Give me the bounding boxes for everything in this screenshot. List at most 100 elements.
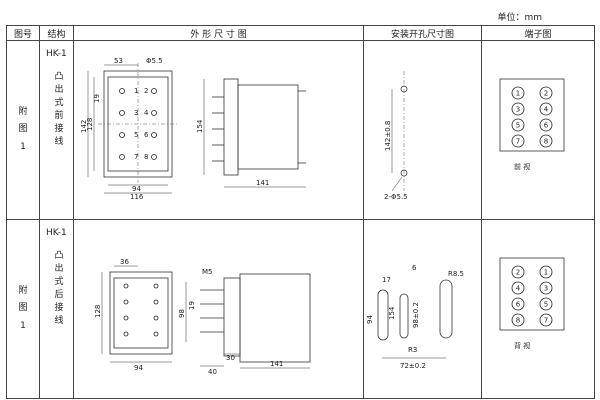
fig-no-cell: 附 图 1 xyxy=(6,219,40,399)
dim-phi55: Φ5.5 xyxy=(146,57,163,65)
header-terminal: 端子图 xyxy=(481,25,595,41)
mounting-drawing-rear: 17 6 R8.5 154 94 98±0.2 R3 72±0.2 xyxy=(366,264,464,370)
dim-116: 116 xyxy=(130,193,144,201)
slot-left xyxy=(377,289,389,341)
model-code: HK-1 xyxy=(46,49,67,59)
front-term-2: 2 xyxy=(144,87,148,95)
view-label-front: 前 视 xyxy=(514,162,530,171)
unit-label: 单位：mm xyxy=(497,13,542,23)
slot-right xyxy=(439,279,453,339)
structure-cell: HK-1 凸 出 式 后 接 线 xyxy=(39,219,74,399)
dim-94h: 94 xyxy=(366,315,374,324)
terminal-grid: 1 2 3 4 5 6 7 8 xyxy=(511,86,553,148)
structure-type: 凸 出 式 后 接 线 xyxy=(54,251,64,326)
dim-6: 6 xyxy=(412,264,417,272)
outline-drawing-cell: 1 2 3 4 5 6 7 8 53 Φ5.5 142 128 19 xyxy=(73,40,364,220)
rear-side-body xyxy=(239,273,311,363)
terminal-num: 5 xyxy=(516,122,520,130)
dim-154: 154 xyxy=(196,119,204,133)
terminal-num: 1 xyxy=(544,269,548,277)
terminal-frame xyxy=(499,257,565,331)
terminal-frame xyxy=(499,78,565,152)
header-row: 图号 结构 外 形 尺 寸 图 安装开孔尺寸图 端子图 xyxy=(6,25,595,41)
dim-141: 141 xyxy=(270,360,283,368)
rear-body-outline xyxy=(109,271,173,355)
terminal-diagram-rear: 2 1 4 3 6 5 8 7 背 视 xyxy=(499,257,565,350)
mounting-drawing-cell: 142±0.8 2-Φ5.5 xyxy=(363,40,482,220)
front-term-7: 7 xyxy=(134,153,138,161)
terminal-num: 2 xyxy=(516,269,520,277)
mount-hole-top xyxy=(400,85,408,93)
outline-drawing-cell: 36 128 94 M5 98 19 40 30 xyxy=(73,219,364,399)
table-row: 附 图 1 HK-1 凸 出 式 前 接 线 1 2 xyxy=(6,40,595,220)
terminal-num: 2 xyxy=(544,90,548,98)
table-row: 附 图 1 HK-1 凸 出 式 后 接 线 36 128 xyxy=(6,219,595,399)
structure-type: 凸 出 式 前 接 线 xyxy=(54,72,64,147)
dim-40: 40 xyxy=(208,368,217,376)
dim-72: 72±0.2 xyxy=(400,362,426,370)
header-mounting: 安装开孔尺寸图 xyxy=(363,25,482,41)
terminal-drawing-cell: 1 2 3 4 5 6 7 8 前 视 xyxy=(481,40,595,220)
mounting-drawing-cell: 17 6 R8.5 154 94 98±0.2 R3 72±0.2 xyxy=(363,219,482,399)
rear-terminals xyxy=(123,283,159,337)
dim-128: 128 xyxy=(94,305,102,318)
fig-no: 附 图 1 xyxy=(18,286,28,331)
terminal-num: 3 xyxy=(544,285,548,293)
model-code: HK-1 xyxy=(46,228,67,238)
front-term-6: 6 xyxy=(144,131,149,139)
mount-hole-bottom xyxy=(400,169,408,177)
dim-154: 154 xyxy=(388,306,396,320)
front-terminals: 1 2 3 4 5 6 7 8 xyxy=(119,87,157,161)
side-flange xyxy=(223,78,239,176)
terminal-num: 3 xyxy=(516,106,520,114)
side-terminal-pins xyxy=(212,96,224,162)
terminal-num: 7 xyxy=(516,138,520,146)
structure-cell: HK-1 凸 出 式 前 接 线 xyxy=(39,40,74,220)
dim-r85: R8.5 xyxy=(448,270,464,278)
fig-no-cell: 附 图 1 xyxy=(6,40,40,220)
terminal-drawing-cell: 2 1 4 3 6 5 8 7 背 视 xyxy=(481,219,595,399)
outline-drawing-front: 1 2 3 4 5 6 7 8 53 Φ5.5 142 128 19 xyxy=(80,57,306,201)
terminal-num: 6 xyxy=(516,301,521,309)
header-outline: 外 形 尺 寸 图 xyxy=(73,25,364,41)
dim-141: 141 xyxy=(256,179,269,187)
dim-19: 19 xyxy=(188,301,196,310)
terminal-num: 7 xyxy=(544,317,548,325)
rear-face-inner xyxy=(113,277,169,349)
dim-98h: 98±0.2 xyxy=(412,302,420,328)
dim-98: 98 xyxy=(178,309,186,318)
mounting-drawing-front: 142±0.8 2-Φ5.5 xyxy=(384,71,408,201)
terminal-num: 5 xyxy=(544,301,548,309)
terminal-num: 4 xyxy=(516,285,521,293)
rear-side-pins xyxy=(200,289,224,333)
terminal-num: 1 xyxy=(516,90,520,98)
front-term-4: 4 xyxy=(144,109,149,117)
terminal-num: 8 xyxy=(544,138,548,146)
view-label-rear: 背 视 xyxy=(514,341,530,350)
terminal-num: 4 xyxy=(544,106,549,114)
spec-table: 图号 结构 外 形 尺 寸 图 安装开孔尺寸图 端子图 附 图 1 HK-1 凸… xyxy=(6,25,595,399)
front-term-1: 1 xyxy=(134,87,138,95)
slot-mid xyxy=(399,293,409,339)
dim-2phi55: 2-Φ5.5 xyxy=(384,193,408,201)
dim-19: 19 xyxy=(93,94,101,103)
rear-side-flange xyxy=(223,277,241,357)
fig-no: 附 图 1 xyxy=(18,107,28,152)
side-body xyxy=(237,84,299,170)
front-term-8: 8 xyxy=(144,153,148,161)
terminal-num: 8 xyxy=(516,317,520,325)
terminal-grid: 2 1 4 3 6 5 8 7 xyxy=(511,265,553,327)
front-term-5: 5 xyxy=(134,131,138,139)
header-fig-no: 图号 xyxy=(6,25,40,41)
terminal-diagram-front: 1 2 3 4 5 6 7 8 前 视 xyxy=(499,78,565,171)
dim-128: 128 xyxy=(86,118,94,131)
header-structure: 结构 xyxy=(39,25,74,41)
dim-53: 53 xyxy=(114,57,123,65)
dim-hole-142: 142±0.8 xyxy=(384,121,392,151)
dim-94: 94 xyxy=(132,185,141,193)
dim-m5: M5 xyxy=(202,268,213,276)
dim-94: 94 xyxy=(134,364,143,372)
dim-142: 142 xyxy=(80,120,88,133)
dim-36: 36 xyxy=(120,258,129,266)
front-term-3: 3 xyxy=(134,109,138,117)
